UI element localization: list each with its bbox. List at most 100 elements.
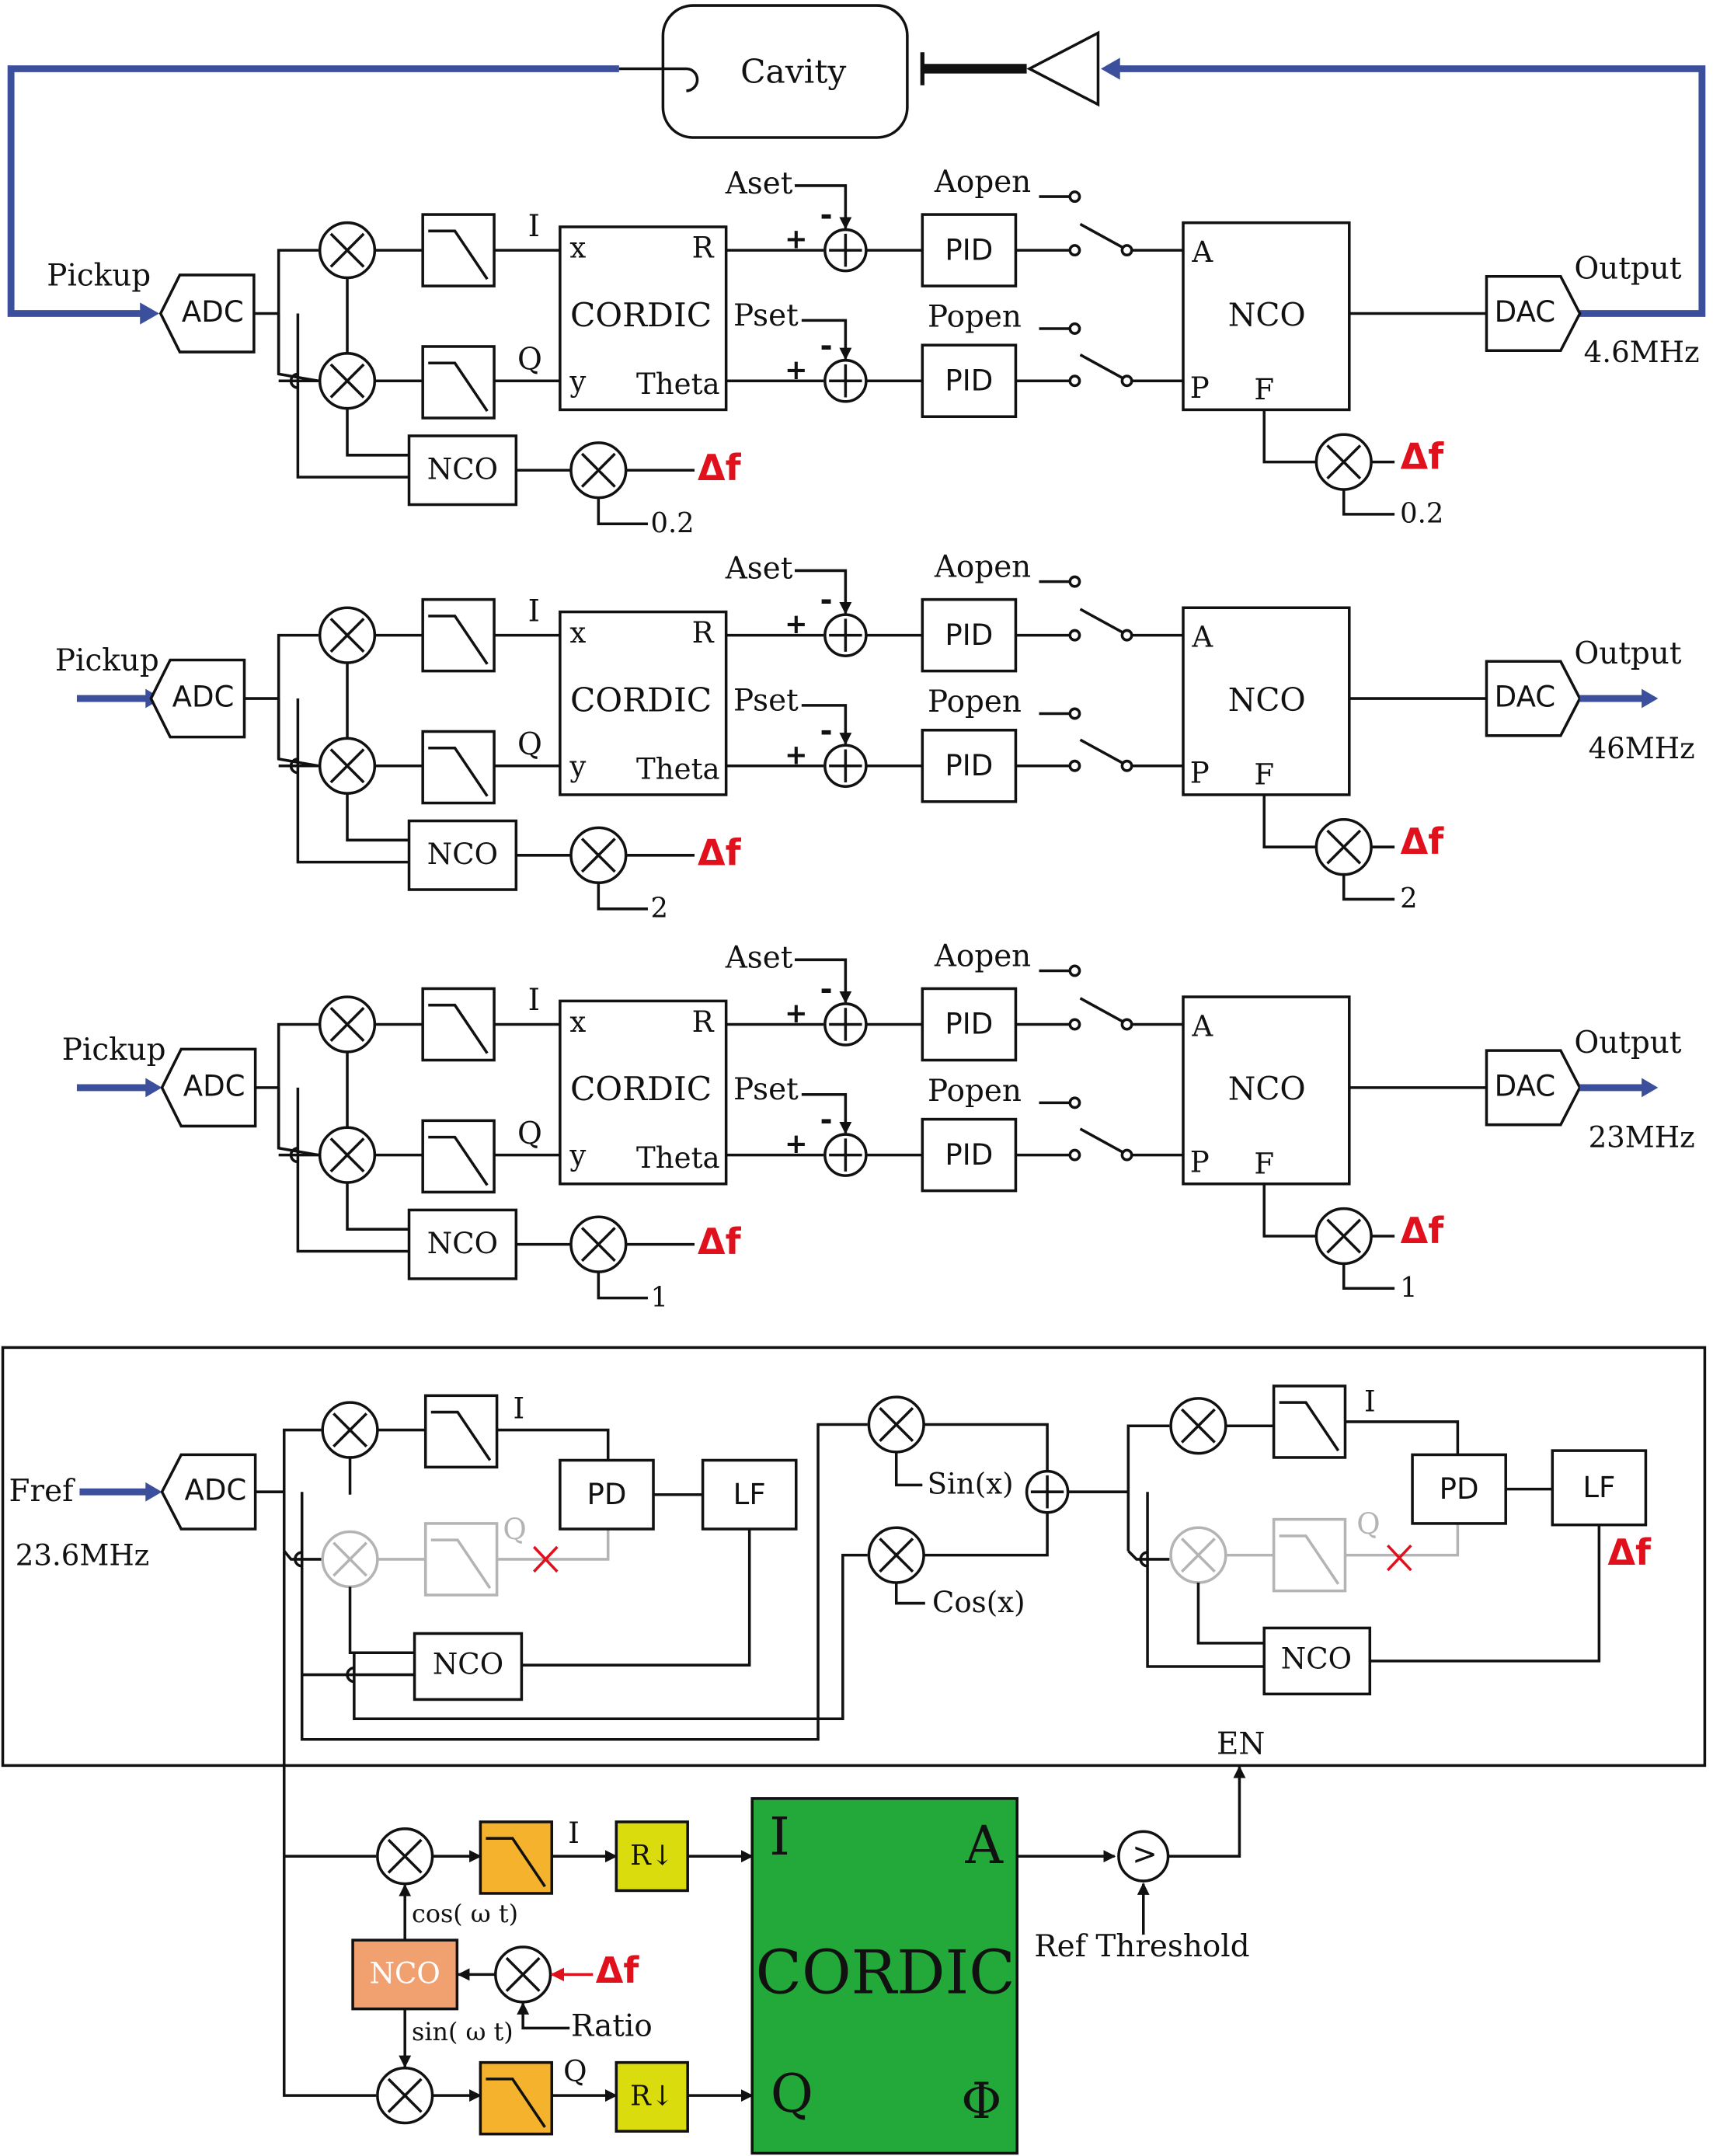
pid-label: PID <box>945 749 993 782</box>
mixer-df-icon <box>1314 818 1373 876</box>
q-label: Q <box>517 342 542 377</box>
scale-factor: 2 <box>650 893 667 925</box>
wire <box>597 883 648 911</box>
nco-label: NCO <box>1228 1071 1306 1108</box>
det-mixer-i-icon <box>376 1827 434 1886</box>
wire <box>1262 1183 1317 1238</box>
pll2-lowpass-i-icon <box>1272 1385 1347 1459</box>
sum-minus-sign: - <box>820 714 833 749</box>
wire <box>1126 1424 1170 1552</box>
fref-arrow-head <box>145 1482 162 1502</box>
mixer-df-icon <box>1314 1207 1373 1266</box>
pickup-loop-wire <box>7 65 619 317</box>
switch-blade <box>1079 738 1124 765</box>
pid-amplitude-block <box>921 987 1018 1062</box>
mixer-cross <box>580 1227 616 1263</box>
pickup-arrow-head <box>145 1078 162 1098</box>
nco-label: NCO <box>433 1647 503 1681</box>
delta-f-label: Δf <box>1401 436 1445 478</box>
phase-detector-block <box>1411 1453 1507 1525</box>
cordic-title: CORDIC <box>570 297 712 335</box>
pickup-label: Pickup <box>47 258 151 293</box>
switch-contact <box>1120 759 1133 772</box>
wire <box>1345 1420 1460 1455</box>
enable-label: EN <box>1217 1727 1265 1762</box>
disabled-cross-icon <box>533 1545 559 1573</box>
switch-contact <box>1068 707 1081 720</box>
nco-label: NCO <box>1281 1642 1352 1675</box>
aset-label: Aset <box>725 940 793 975</box>
nco-label: NCO <box>427 453 498 486</box>
cordic-title: CORDIC <box>570 1071 712 1109</box>
adc-block <box>149 658 246 739</box>
sin-label: sin( ω t) <box>412 2017 514 2046</box>
sum-plus-sign: + <box>785 608 808 640</box>
switch-blade <box>1079 222 1124 249</box>
pset-label: Pset <box>733 1072 799 1107</box>
pickup-label: Pickup <box>55 643 159 678</box>
cordic-x: x <box>569 616 586 650</box>
lowpass-i-icon <box>421 987 496 1062</box>
i-label: I <box>514 1391 525 1425</box>
i-label: I <box>528 209 540 244</box>
wire <box>801 319 852 360</box>
det-lowpass-q-icon <box>479 2060 554 2136</box>
switch-contact <box>1120 374 1133 388</box>
delta-f-label: Δf <box>1607 1531 1652 1573</box>
nco-label: NCO <box>370 1957 440 1991</box>
downsample-label: R↓ <box>630 1840 674 1872</box>
q-label: Q <box>1356 1507 1380 1541</box>
sum-plus-sign: + <box>785 998 808 1029</box>
filter-curve <box>1279 1534 1340 1585</box>
wire <box>1342 489 1395 516</box>
switch-phase-icon <box>1068 322 1133 388</box>
nco-label: NCO <box>427 1227 498 1260</box>
mixer-q-icon <box>318 737 377 795</box>
lf-label: LF <box>733 1478 766 1511</box>
output-arrow-head <box>1642 1078 1659 1098</box>
wire <box>801 1092 852 1134</box>
output-nco-block <box>1182 221 1351 412</box>
dac-label: DAC <box>1495 295 1556 329</box>
pid-label: PID <box>945 233 993 266</box>
wire <box>348 1587 415 1655</box>
pid-label: PID <box>945 1138 993 1172</box>
mixer-df-icon <box>569 826 628 884</box>
cos-mixer-icon <box>867 1526 925 1584</box>
output-label: Output <box>1574 252 1681 287</box>
filter-curve <box>428 746 489 797</box>
filter-curve <box>428 615 489 665</box>
popen-label: Popen <box>928 300 1022 335</box>
mixer-cross <box>1326 829 1362 865</box>
nco-f-port: F <box>1254 1147 1274 1180</box>
wire <box>1146 1492 1265 1668</box>
switch-blade <box>1079 354 1124 380</box>
popen-label: Popen <box>928 1074 1022 1109</box>
mixer-cross <box>387 2078 423 2113</box>
cordic-block <box>559 225 728 412</box>
sum-minus-sign: - <box>820 329 833 364</box>
wire <box>894 1451 923 1487</box>
lowpass-i-icon <box>421 597 496 673</box>
popen-label: Popen <box>928 684 1022 719</box>
wire <box>296 313 409 479</box>
adc-label: ADC <box>184 1474 246 1507</box>
wire <box>296 698 409 864</box>
comparator-symbol: > <box>1132 1837 1158 1872</box>
cordic-x: x <box>569 232 586 265</box>
scale-factor: 2 <box>1400 883 1417 914</box>
q-label: Q <box>503 1513 526 1546</box>
switch-phase-icon <box>1068 707 1133 772</box>
pll-nco-block <box>413 1632 524 1701</box>
switch-contact <box>1068 244 1081 257</box>
nco-block <box>407 434 518 507</box>
nco-block <box>407 1208 518 1280</box>
aopen-label: Aopen <box>934 165 1031 200</box>
drive-loop-arrowhead <box>1100 57 1120 80</box>
nco-p-port: P <box>1190 757 1210 790</box>
mixer-q-icon <box>318 352 377 410</box>
nco-label: NCO <box>1228 296 1306 333</box>
sum-plus-sign: + <box>785 224 808 256</box>
aset-label: Aset <box>725 551 793 586</box>
